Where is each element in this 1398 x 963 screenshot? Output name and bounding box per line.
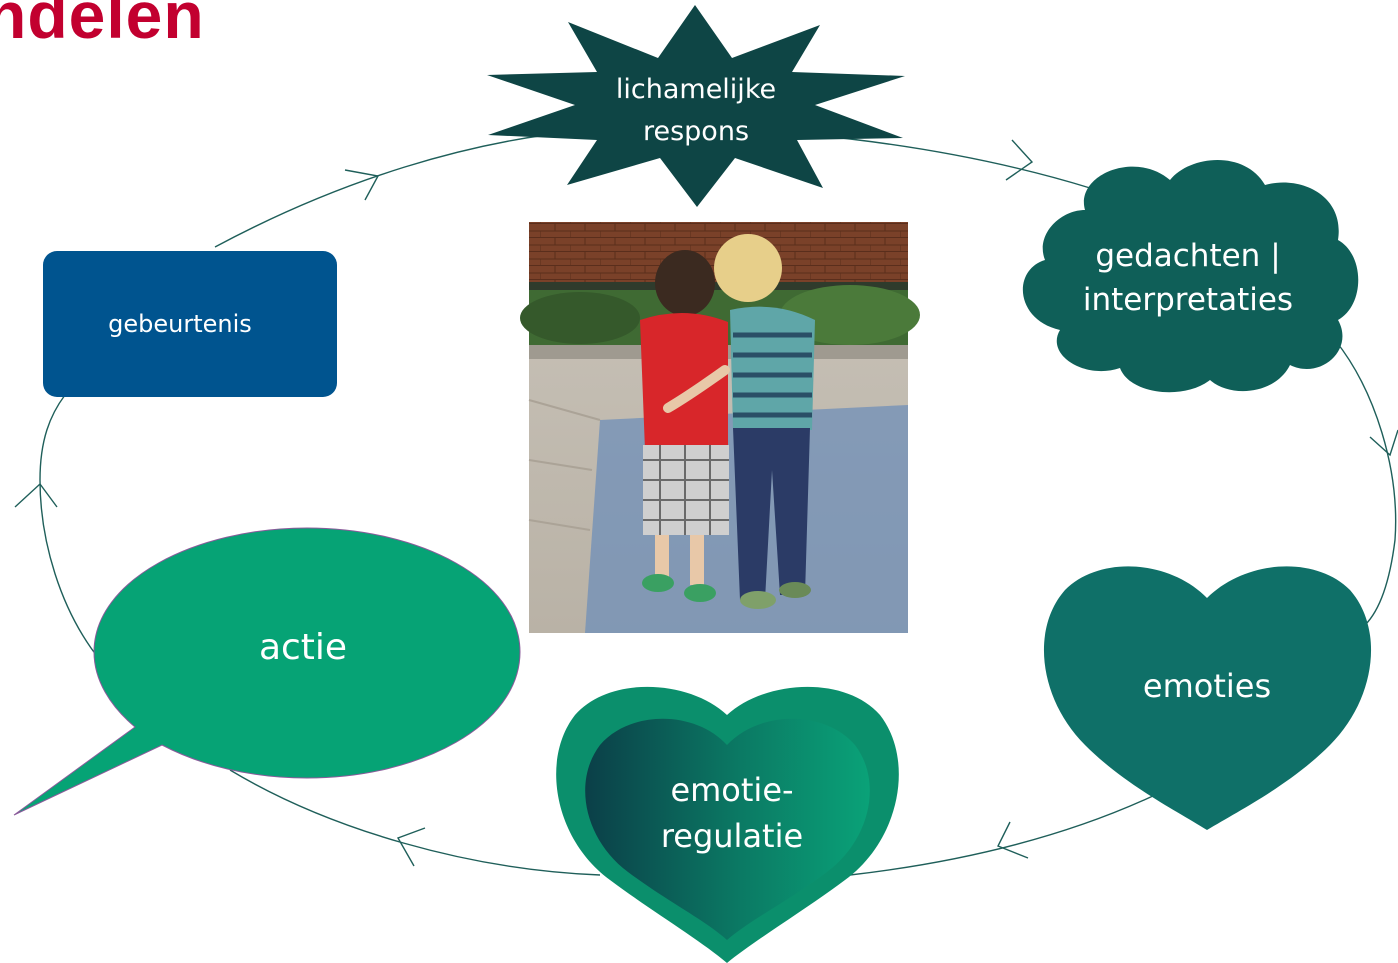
cloud-shape (1022, 160, 1359, 393)
body-response-label-line1: lichamelijke (616, 74, 776, 105)
body-response-star: lichamelijke respons (487, 5, 905, 207)
arrowhead-right (1369, 429, 1398, 457)
children-photo (520, 222, 920, 633)
regulation-label-line1: emotie- (670, 771, 793, 809)
event-label: gebeurtenis (108, 310, 252, 338)
bubble-shape (13, 527, 521, 816)
regulation-heart: emotie- regulatie (556, 686, 899, 963)
action-label: actie (259, 627, 347, 668)
regulation-label-line2: regulatie (661, 817, 803, 855)
event-box: gebeurtenis (43, 251, 337, 397)
thoughts-label-line1: gedachten | (1095, 238, 1280, 274)
heart-shape (1043, 566, 1372, 830)
arrowhead-bottom-right (997, 821, 1029, 859)
emotions-label: emoties (1143, 667, 1271, 705)
star-shape (487, 5, 905, 207)
body-response-label-line2: respons (643, 116, 749, 147)
action-bubble: actie (13, 527, 521, 816)
heart-inner-shape (585, 718, 870, 940)
arrowhead-top-left (344, 169, 380, 201)
arrowhead-bottom-left (396, 827, 426, 867)
thoughts-label-line2: interpretaties (1083, 282, 1293, 318)
thoughts-cloud: gedachten | interpretaties (1022, 160, 1359, 393)
arrowhead-left (14, 482, 58, 508)
emotions-heart: emoties (1043, 566, 1372, 830)
page-heading: ndelen (0, 0, 205, 52)
box-shape (43, 251, 337, 397)
arrowhead-top-right (1005, 139, 1034, 181)
